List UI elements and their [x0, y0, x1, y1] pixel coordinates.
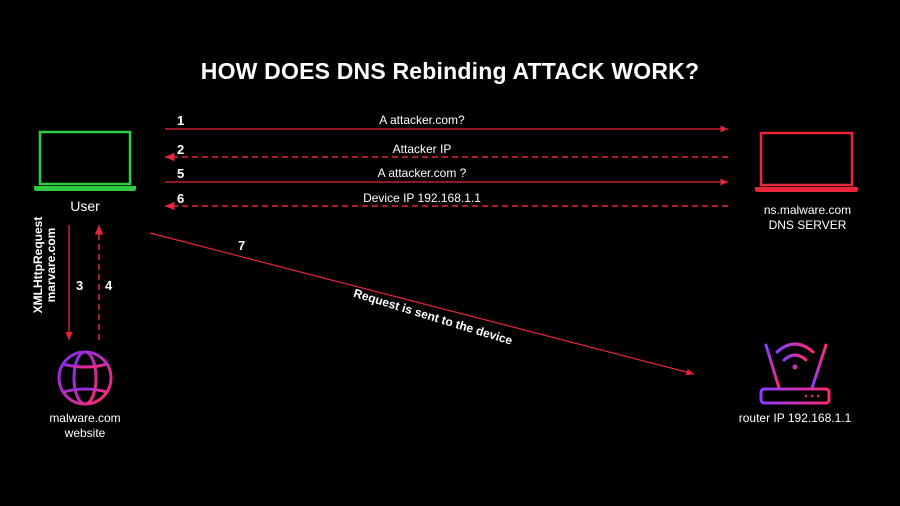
dns-server-label-line2: DNS SERVER — [768, 218, 847, 232]
dns-server-label: ns.malware.com DNS SERVER — [745, 203, 870, 233]
user-laptop-icon — [34, 130, 136, 191]
website-label: malware.com website — [30, 411, 140, 441]
step-label-5: A attacker.com ? — [377, 166, 467, 180]
dns-server-laptop-icon — [755, 131, 858, 192]
step-number-5: 5 — [177, 166, 185, 181]
website-label-line1: malware.com — [49, 411, 121, 425]
dns-server-label-line1: ns.malware.com — [763, 203, 852, 217]
step-label-2: Attacker IP — [392, 142, 452, 156]
step-label-3-line2: marvare.com — [44, 227, 58, 303]
step-label-3: XMLHttpRequest marvare.com — [31, 210, 58, 320]
step-label-6: Device IP 192.168.1.1 — [363, 191, 481, 205]
step-number-6: 6 — [177, 191, 185, 206]
step-number-2: 2 — [177, 142, 185, 157]
user-label: User — [70, 198, 100, 214]
step-label-1: A attacker.com? — [379, 113, 465, 127]
diagram-title: HOW DOES DNS Rebinding ATTACK WORK? — [200, 58, 700, 84]
step-number-1: 1 — [177, 113, 185, 128]
step-number-4: 4 — [105, 278, 113, 293]
arrow-step-7 — [149, 232, 695, 376]
website-label-line2: website — [64, 426, 106, 440]
wifi-router-icon — [759, 342, 831, 405]
globe-icon — [57, 350, 113, 406]
step-number-7: 7 — [238, 238, 246, 253]
router-label: router IP 192.168.1.1 — [738, 411, 852, 425]
step-number-3: 3 — [76, 278, 84, 293]
